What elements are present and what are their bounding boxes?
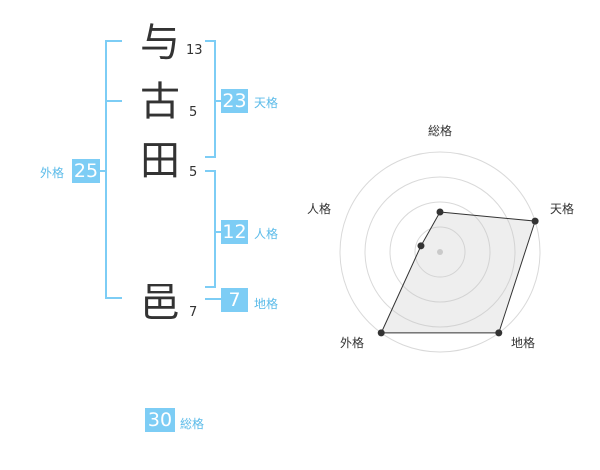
tenkaku-label: 天格 bbox=[254, 96, 279, 110]
tenkaku-bracket bbox=[205, 40, 216, 158]
tenkaku-value: 23 bbox=[221, 89, 248, 113]
stroke-count-2: 5 bbox=[189, 105, 198, 120]
radar-axis-label-jinkaku: 人格 bbox=[307, 202, 332, 216]
soukaku-value: 30 bbox=[145, 408, 175, 432]
radar-point-2 bbox=[531, 217, 539, 225]
name-char-2: 古 bbox=[140, 79, 180, 125]
radar-data-polygon bbox=[380, 211, 536, 334]
radar-axis-label-tenkaku: 天格 bbox=[550, 202, 575, 216]
radar-axis-label-gaikaku: 外格 bbox=[340, 336, 365, 350]
name-char-1: 与 bbox=[140, 20, 180, 66]
radar-ring bbox=[389, 201, 491, 303]
gaikaku-value: 25 bbox=[72, 159, 100, 183]
radar-ring bbox=[339, 151, 541, 353]
jinkaku-bracket bbox=[205, 170, 216, 288]
chikaku-value: 7 bbox=[221, 288, 248, 312]
stroke-count-4: 7 bbox=[189, 305, 198, 320]
radar-ring bbox=[364, 176, 516, 328]
name-char-3: 田 bbox=[140, 138, 180, 184]
gaikaku-label: 外格 bbox=[40, 166, 65, 180]
jinkaku-label: 人格 bbox=[254, 227, 279, 241]
radar-axis-label-soukaku: 総格 bbox=[428, 124, 453, 138]
radar-center bbox=[437, 249, 443, 255]
soukaku-label: 総格 bbox=[180, 417, 205, 431]
radar-point-5 bbox=[417, 242, 425, 250]
chikaku-label: 地格 bbox=[254, 297, 279, 311]
radar-point-1 bbox=[436, 208, 444, 216]
radar-point-3 bbox=[495, 329, 503, 337]
jinkaku-value: 12 bbox=[221, 220, 248, 244]
name-char-4: 邑 bbox=[140, 280, 180, 326]
stroke-count-1: 13 bbox=[186, 43, 203, 58]
stroke-count-3: 5 bbox=[189, 165, 198, 180]
gaikaku-bracket bbox=[105, 40, 122, 299]
radar-point-4 bbox=[377, 329, 385, 337]
radar-ring bbox=[414, 226, 466, 278]
radar-axis-label-chikaku: 地格 bbox=[511, 336, 536, 350]
